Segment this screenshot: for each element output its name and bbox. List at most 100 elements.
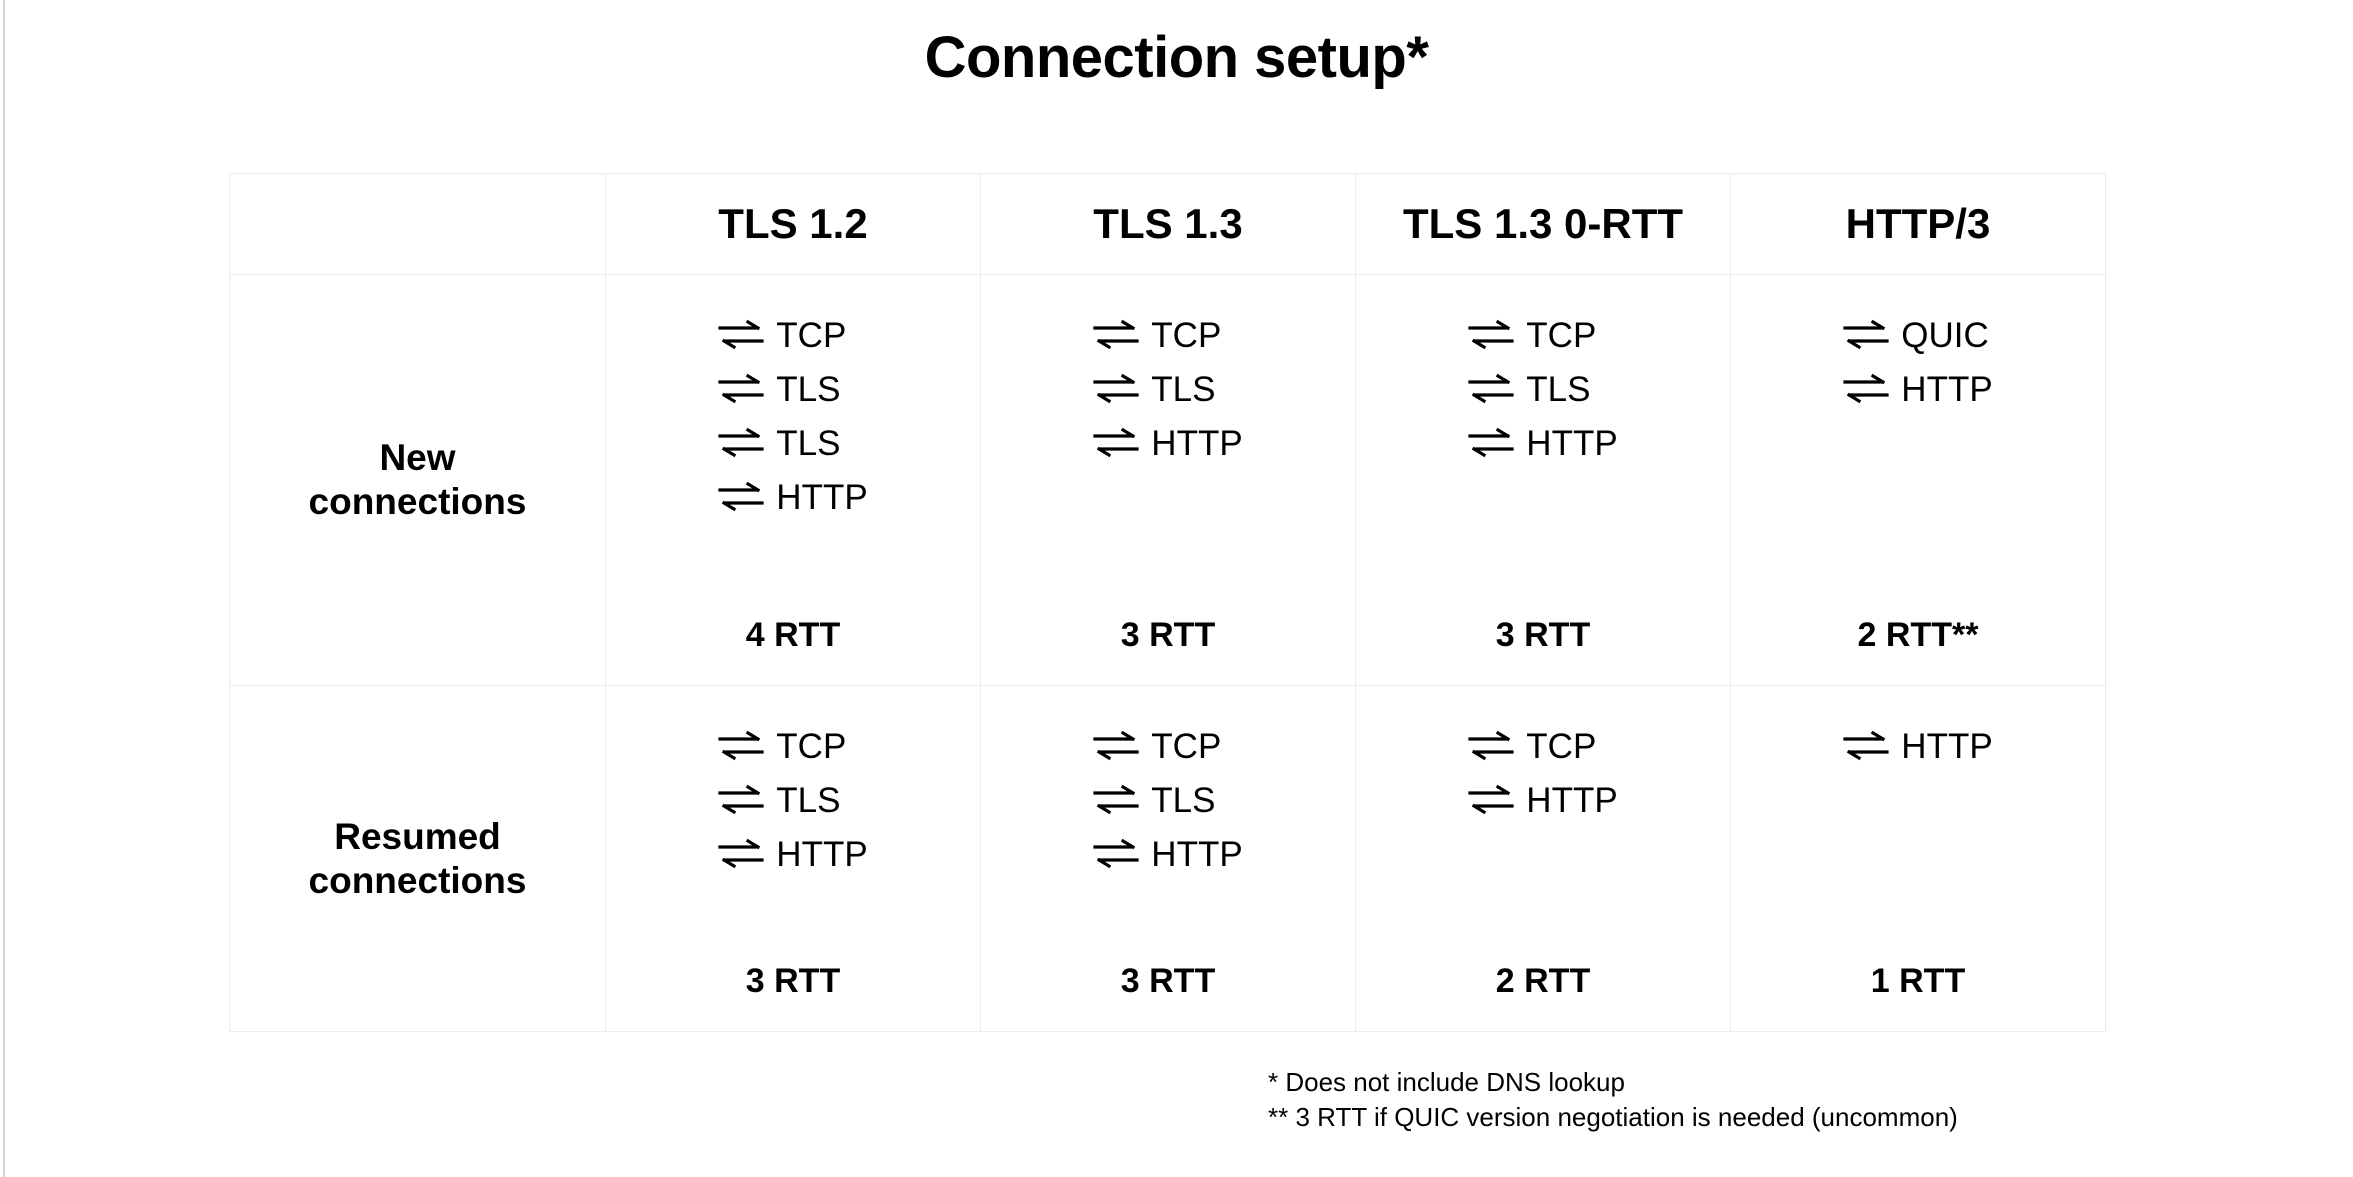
handshake-step: TCP	[1093, 722, 1242, 770]
footnotes: * Does not include DNS lookup ** 3 RTT i…	[1268, 1065, 1958, 1136]
rtt-total: 1 RTT	[1870, 962, 1966, 1000]
step-label: TLS	[1151, 780, 1216, 820]
cell-new-http3: QUIC HTTP 2 RTT**	[1730, 274, 2106, 686]
handshake-step: TCP	[718, 722, 867, 770]
row-header-line1: New	[379, 437, 456, 479]
step-list: TCP TLS TLS	[718, 311, 868, 521]
step-label: TLS	[776, 369, 841, 409]
cell-resumed-tls13-0rtt: TCP HTTP 2 RTT	[1355, 685, 1731, 1032]
handshake-step: HTTP	[718, 830, 868, 878]
step-label: TCP	[1151, 315, 1222, 355]
handshake-step: TCP	[1093, 311, 1242, 359]
step-list: TCP TLS HTTP	[1093, 311, 1243, 467]
rtt-total: 3 RTT	[1495, 616, 1591, 654]
round-trip-arrows-icon	[1468, 784, 1514, 815]
table-row-new-connections: New connections TCP	[229, 274, 2106, 686]
rtt-total: 2 RTT	[1495, 962, 1591, 1000]
cell-resumed-tls13: TCP TLS HTTP	[980, 685, 1356, 1032]
slide-left-edge-rule	[3, 0, 5, 1177]
round-trip-arrows-icon	[718, 319, 764, 350]
handshake-step: TLS	[1093, 776, 1242, 824]
step-label: TCP	[1526, 726, 1597, 766]
row-header-line2: connections	[308, 481, 527, 522]
handshake-step: HTTP	[1843, 365, 1993, 413]
step-list: HTTP	[1843, 722, 1993, 770]
handshake-step: TLS	[718, 776, 867, 824]
step-list: QUIC HTTP	[1843, 311, 1993, 413]
connection-setup-table: TLS 1.2 TLS 1.3 TLS 1.3 0-RTT HTTP/3 New…	[229, 173, 2106, 1032]
handshake-step: HTTP	[1093, 419, 1243, 467]
round-trip-arrows-icon	[1093, 784, 1139, 815]
handshake-step: TLS	[718, 419, 867, 467]
round-trip-arrows-icon	[718, 373, 764, 404]
cell-new-tls12: TCP TLS TLS	[605, 274, 981, 686]
handshake-step: HTTP	[1468, 419, 1618, 467]
round-trip-arrows-icon	[1093, 730, 1139, 761]
step-list: TCP TLS HTTP	[1468, 311, 1618, 467]
step-label: HTTP	[1151, 423, 1243, 463]
handshake-step: HTTP	[718, 473, 868, 521]
table-corner-cell	[229, 173, 606, 275]
handshake-step: HTTP	[1093, 830, 1243, 878]
row-header-resumed-connections: Resumed connections	[229, 685, 606, 1032]
round-trip-arrows-icon	[1468, 427, 1514, 458]
table-row-resumed-connections: Resumed connections TCP	[229, 685, 2106, 1032]
handshake-step: QUIC	[1843, 311, 1992, 359]
handshake-step: TLS	[1093, 365, 1242, 413]
step-label: HTTP	[1901, 726, 1993, 766]
step-list: TCP TLS HTTP	[1093, 722, 1243, 878]
page-title: Connection setup*	[924, 25, 1429, 90]
table-header-row: TLS 1.2 TLS 1.3 TLS 1.3 0-RTT HTTP/3	[229, 173, 2106, 275]
step-label: TCP	[776, 726, 847, 766]
row-header-new-connections: New connections	[229, 274, 606, 686]
step-label: TLS	[776, 423, 841, 463]
step-label: TLS	[1526, 369, 1591, 409]
round-trip-arrows-icon	[1468, 319, 1514, 350]
handshake-step: TCP	[718, 311, 867, 359]
round-trip-arrows-icon	[1468, 730, 1514, 761]
step-label: HTTP	[776, 834, 868, 874]
rtt-total: 3 RTT	[1120, 962, 1216, 1000]
step-label: TCP	[1526, 315, 1597, 355]
handshake-step: HTTP	[1843, 722, 1993, 770]
round-trip-arrows-icon	[1843, 730, 1889, 761]
step-label: HTTP	[1526, 423, 1618, 463]
footnote-dns-lookup: * Does not include DNS lookup	[1268, 1067, 1625, 1097]
round-trip-arrows-icon	[1843, 319, 1889, 350]
round-trip-arrows-icon	[718, 838, 764, 869]
handshake-step: TCP	[1468, 311, 1617, 359]
rtt-total: 2 RTT**	[1857, 616, 1979, 654]
round-trip-arrows-icon	[718, 784, 764, 815]
column-header-http3: HTTP/3	[1730, 173, 2106, 275]
footnote-quic-negotiation: ** 3 RTT if QUIC version negotiation is …	[1268, 1102, 1958, 1133]
cell-resumed-http3: HTTP 1 RTT	[1730, 685, 2106, 1032]
row-header-line1: Resumed	[334, 815, 501, 857]
round-trip-arrows-icon	[1093, 838, 1139, 869]
round-trip-arrows-icon	[1093, 373, 1139, 404]
step-label: TCP	[776, 315, 847, 355]
rtt-total: 3 RTT	[1120, 616, 1216, 654]
round-trip-arrows-icon	[1468, 373, 1514, 404]
step-list: TCP HTTP	[1468, 722, 1618, 824]
handshake-step: TLS	[1468, 365, 1617, 413]
step-label: TLS	[776, 780, 841, 820]
handshake-step: HTTP	[1468, 776, 1618, 824]
handshake-step: TLS	[718, 365, 867, 413]
step-label: TCP	[1151, 726, 1222, 766]
row-header-line2: connections	[308, 859, 527, 901]
round-trip-arrows-icon	[718, 730, 764, 761]
column-header-tls13-0rtt: TLS 1.3 0-RTT	[1355, 173, 1731, 275]
step-label: HTTP	[1901, 369, 1993, 409]
step-label: QUIC	[1901, 315, 1989, 355]
step-label: HTTP	[776, 477, 868, 517]
rtt-total: 4 RTT	[745, 616, 841, 654]
round-trip-arrows-icon	[1093, 319, 1139, 350]
cell-new-tls13-0rtt: TCP TLS HTTP	[1355, 274, 1731, 686]
round-trip-arrows-icon	[1093, 427, 1139, 458]
step-label: HTTP	[1526, 780, 1618, 820]
step-list: TCP TLS HTTP	[718, 722, 868, 878]
step-label: TLS	[1151, 369, 1216, 409]
cell-new-tls13: TCP TLS HTTP	[980, 274, 1356, 686]
rtt-total: 3 RTT	[745, 962, 841, 1000]
column-header-tls13: TLS 1.3	[980, 173, 1356, 275]
